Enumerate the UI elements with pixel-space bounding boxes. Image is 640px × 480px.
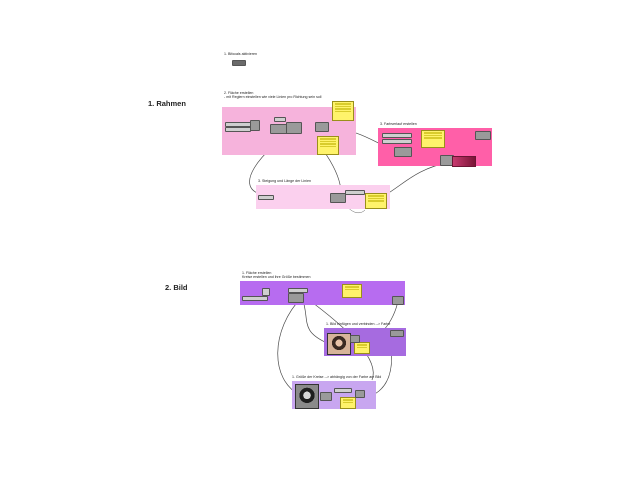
output-panel[interactable]: [342, 284, 362, 298]
note-bild-flaeche-1: 1. Fläche erstellen: [242, 271, 272, 275]
note-bifocals: 1. Bifocals aktivieren: [224, 52, 257, 56]
note-steigung: 3. Steigung und Länge der Linien: [258, 179, 311, 183]
custom-preview-component[interactable]: [475, 131, 491, 140]
output-panel[interactable]: [332, 101, 354, 121]
number-slider[interactable]: [288, 288, 308, 293]
number-slider[interactable]: [334, 388, 352, 393]
number-slider[interactable]: [242, 296, 268, 301]
series-component[interactable]: [394, 147, 412, 157]
note-farbverlauf: 3. Farbverlauf erstellen: [380, 122, 417, 126]
output-panel[interactable]: [354, 342, 370, 354]
move-component[interactable]: [330, 193, 346, 203]
gradient-bar-icon[interactable]: [452, 156, 476, 167]
section-title-bild: 2. Bild: [165, 283, 188, 292]
unit-z-component[interactable]: [345, 190, 365, 195]
number-slider[interactable]: [382, 133, 412, 138]
note-bild-flaeche-2: Kreise erstellen und ihre Größe bestimme…: [242, 275, 311, 279]
number-slider[interactable]: [258, 195, 274, 200]
unit-x-component[interactable]: [274, 117, 286, 122]
rectangle-component[interactable]: [250, 120, 260, 131]
note-flaeche-2: - mit Reglern einstellen wie viele Linie…: [224, 95, 322, 99]
image-sampler-bw-icon[interactable]: [295, 384, 319, 409]
custom-preview-component[interactable]: [390, 330, 404, 337]
note-bild-einfuegen: 1. Bild einfügen und verbinden --> Farbe: [326, 322, 391, 326]
multiplication-component[interactable]: [355, 390, 365, 398]
note-flaeche-1: 2. Fläche erstellen: [224, 91, 254, 95]
output-panel[interactable]: [317, 136, 339, 155]
output-panel[interactable]: [340, 397, 356, 409]
point-component[interactable]: [286, 122, 302, 134]
output-panel[interactable]: [365, 193, 387, 209]
bifocals-widget-icon[interactable]: [232, 60, 246, 66]
output-panel[interactable]: [421, 130, 445, 148]
rectangle-component[interactable]: [288, 293, 304, 303]
image-sampler-color-icon[interactable]: [327, 333, 351, 355]
image-sampler-component[interactable]: [320, 392, 332, 401]
toggle-component[interactable]: [262, 288, 270, 296]
section-title-rahmen: 1. Rahmen: [148, 99, 186, 108]
number-slider[interactable]: [225, 127, 251, 132]
note-kreise-groesse: 1. Größe der Kreise --> abhängig von der…: [292, 375, 382, 379]
circle-component[interactable]: [392, 296, 404, 305]
number-slider[interactable]: [382, 139, 412, 144]
line-component[interactable]: [315, 122, 329, 132]
deconstruct-colour-component[interactable]: [350, 335, 360, 343]
